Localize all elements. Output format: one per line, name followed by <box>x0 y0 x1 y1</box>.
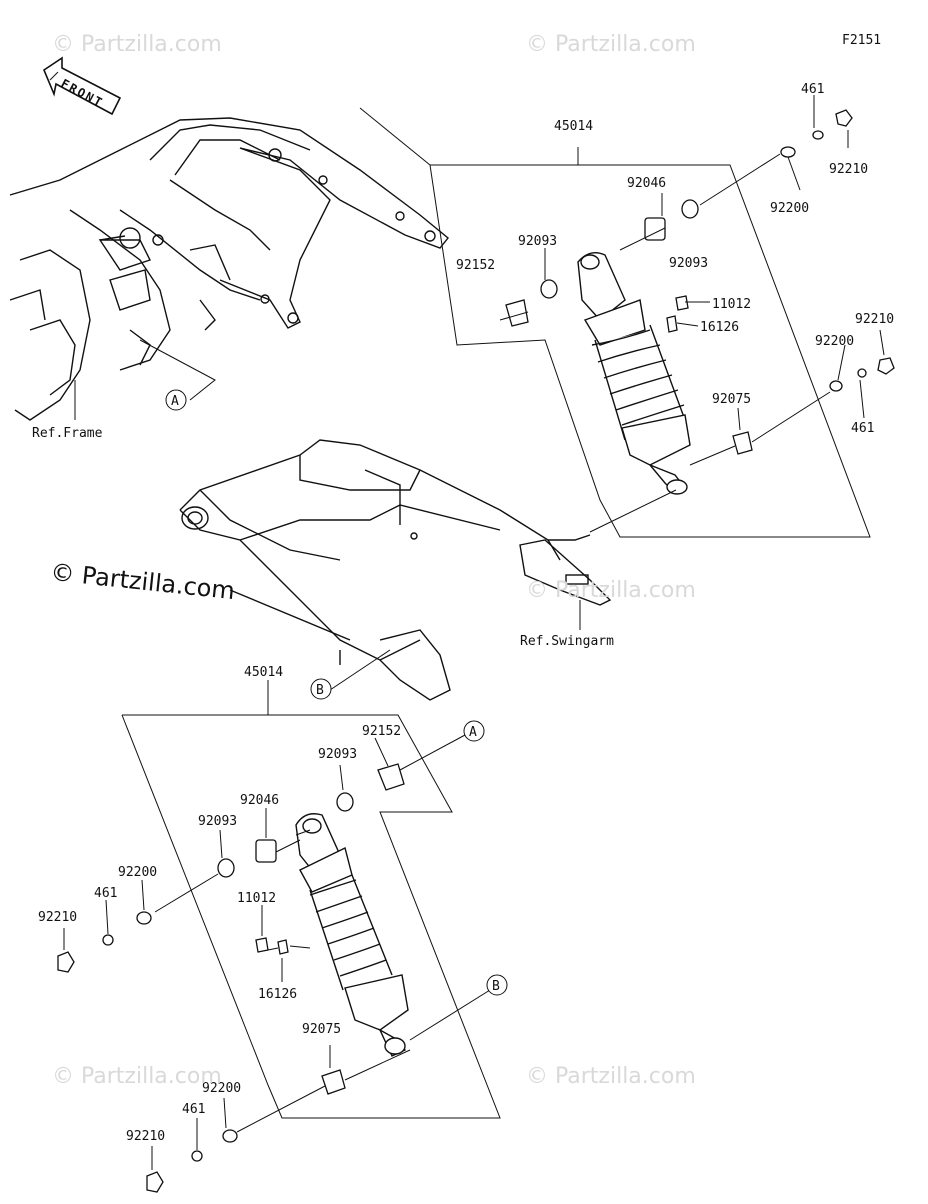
upper-part-461-mid: 461 <box>851 421 874 436</box>
lower-assy-number: 45014 <box>244 665 283 680</box>
lower-small-parts <box>57 763 405 1193</box>
upper-part-11012: 11012 <box>712 297 751 312</box>
washer-461-lower-a-icon <box>102 934 114 946</box>
figure-code: F2151 <box>842 33 881 48</box>
upper-shock-absorber <box>577 252 691 495</box>
lower-part-92200-a: 92200 <box>118 865 157 880</box>
nut-92210-mid-icon <box>877 357 895 375</box>
ref-frame-leaders <box>74 107 431 420</box>
upper-part-92200-top: 92200 <box>770 201 809 216</box>
valve-11012-lower-icon <box>255 937 269 953</box>
upper-leader-lines <box>499 95 885 533</box>
watermark-top-left: © Partzilla.com <box>52 32 222 57</box>
lower-part-92200-b: 92200 <box>202 1081 241 1096</box>
upper-part-92200-mid: 92200 <box>815 334 854 349</box>
front-arrow-icon: FRONT <box>43 56 122 116</box>
bearing-92093-right-icon <box>681 199 699 219</box>
upper-small-parts <box>505 109 895 455</box>
upper-part-16126: 16126 <box>700 320 739 335</box>
washer-461-mid-icon <box>857 368 867 378</box>
nut-92210-lower-a-icon <box>57 951 75 973</box>
bearing-92046-icon <box>644 217 666 241</box>
valve-11012-icon <box>675 295 689 311</box>
watermark-bottom-right: © Partzilla.com <box>526 1064 696 1089</box>
frame-illustration <box>9 117 449 421</box>
watermark-top-right: © Partzilla.com <box>526 32 696 57</box>
lower-part-461-b: 461 <box>182 1102 205 1117</box>
callout-a-frame-label: A <box>171 394 179 409</box>
watermark-mid-right: © Partzilla.com <box>526 578 696 603</box>
upper-part-92152: 92152 <box>456 258 495 273</box>
lower-part-92093-top: 92093 <box>318 747 357 762</box>
washer-461-lower-b-icon <box>191 1150 203 1162</box>
washer-461-top-icon <box>812 130 824 140</box>
valve-16126-lower-icon <box>277 939 289 955</box>
washer-92200-top-icon <box>780 146 796 158</box>
nut-92210-lower-b-icon <box>146 1171 164 1193</box>
callout-a-frame <box>165 389 187 411</box>
lower-part-92093-mid: 92093 <box>198 814 237 829</box>
upper-assembly-bracket <box>429 147 871 538</box>
callout-b-lower <box>486 974 508 996</box>
ref-frame-label: Ref.Frame <box>32 426 103 441</box>
bearing-92046-lower-icon <box>255 839 277 863</box>
lower-part-11012: 11012 <box>237 891 276 906</box>
lower-part-92210-a: 92210 <box>38 910 77 925</box>
collar-92075-upper-icon <box>732 431 753 455</box>
upper-part-92093-left: 92093 <box>518 234 557 249</box>
washer-92200-mid-icon <box>829 380 843 392</box>
lower-part-16126: 16126 <box>258 987 297 1002</box>
washer-92200-lower-b-icon <box>222 1129 238 1143</box>
lower-part-92046: 92046 <box>240 793 279 808</box>
collar-92075-lower-icon <box>321 1069 346 1095</box>
valve-16126-icon <box>666 315 678 333</box>
washer-92200-lower-a-icon <box>136 911 152 925</box>
bearing-92093-left-icon <box>540 279 558 299</box>
callout-a-lower <box>463 720 485 742</box>
upper-assy-number: 45014 <box>554 119 593 134</box>
upper-part-92210-mid: 92210 <box>855 312 894 327</box>
lower-part-92075: 92075 <box>302 1022 341 1037</box>
upper-part-92046: 92046 <box>627 176 666 191</box>
collar-92152-lower-icon <box>377 763 405 791</box>
callout-b-swingarm-leader <box>329 649 391 691</box>
callout-b-lower-label: B <box>492 979 500 994</box>
nut-92210-top-icon <box>835 109 853 127</box>
upper-part-92093-right: 92093 <box>669 256 708 271</box>
callout-b-swingarm <box>310 678 332 700</box>
swingarm-illustration <box>179 439 612 701</box>
collar-92152-icon <box>505 299 529 327</box>
ref-swingarm-label: Ref.Swingarm <box>520 634 614 649</box>
lower-shock-absorber <box>295 813 409 1057</box>
upper-part-92210-top: 92210 <box>829 162 868 177</box>
lower-assembly-bracket <box>121 680 501 1119</box>
bearing-92093-lower-mid-icon <box>217 858 235 878</box>
lower-part-92210-b: 92210 <box>126 1129 165 1144</box>
lower-part-92152: 92152 <box>362 724 401 739</box>
upper-part-92075: 92075 <box>712 392 751 407</box>
upper-part-461-top: 461 <box>801 82 824 97</box>
bearing-92093-lower-top-icon <box>336 792 354 812</box>
callout-b-swingarm-label: B <box>316 683 324 698</box>
callout-a-lower-label: A <box>469 725 477 740</box>
watermark-bottom-left: © Partzilla.com <box>52 1064 222 1089</box>
lower-part-461-a: 461 <box>94 886 117 901</box>
lower-leader-lines <box>63 734 491 1170</box>
